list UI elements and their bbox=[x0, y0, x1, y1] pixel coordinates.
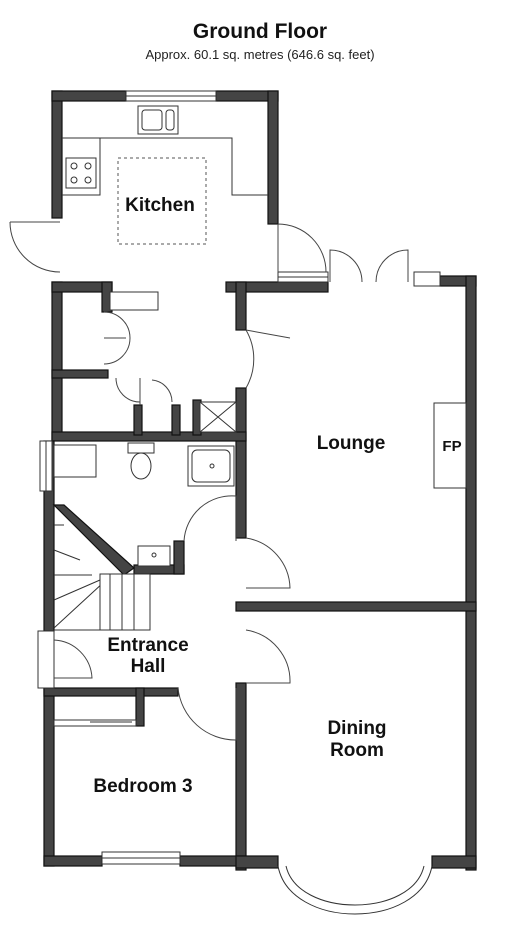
lounge-north-wall-left bbox=[225, 281, 329, 293]
hob bbox=[65, 157, 97, 189]
lounge-window-right bbox=[413, 271, 441, 287]
lounge-west-wall-lower bbox=[235, 387, 247, 539]
wardrobe-wall bbox=[135, 687, 145, 727]
kitchen-west-wall bbox=[51, 90, 63, 219]
wc-door bbox=[115, 377, 141, 405]
stair-banister bbox=[52, 504, 135, 576]
utility-worktop bbox=[109, 291, 159, 311]
bedroom-east-wall bbox=[235, 682, 247, 871]
utility-west-wall bbox=[51, 281, 63, 441]
page-title: Ground Floor bbox=[192, 20, 328, 43]
bathroom-north-wall bbox=[51, 431, 247, 442]
wc-partition-1 bbox=[133, 404, 143, 436]
doors bbox=[9, 221, 409, 741]
toilet bbox=[127, 442, 155, 480]
hall-lounge-door bbox=[245, 537, 291, 589]
dining-south-wall-left bbox=[235, 855, 279, 869]
kitchen-side-door bbox=[9, 221, 61, 273]
kitchen-east-wall bbox=[267, 90, 279, 225]
dining-label-1: Dining bbox=[327, 718, 386, 739]
fireplace-label: FP bbox=[442, 438, 461, 455]
kitchen-north-wall-left bbox=[51, 90, 127, 102]
windows bbox=[39, 90, 441, 915]
dining-south-wall-right bbox=[431, 855, 477, 869]
fixtures bbox=[52, 105, 467, 727]
dining-label-2: Room bbox=[330, 740, 384, 761]
kitchen-counter bbox=[62, 137, 268, 196]
cupboard-doors bbox=[103, 311, 131, 365]
hob-counter bbox=[62, 138, 101, 196]
front-door bbox=[53, 639, 93, 679]
bedroom-west-wall bbox=[43, 687, 55, 867]
lounge-dining-divider bbox=[235, 601, 477, 612]
lounge-west-door bbox=[245, 329, 291, 389]
bathroom-east-stub bbox=[173, 540, 185, 575]
entrance-label-2: Hall bbox=[131, 656, 166, 677]
fireplace bbox=[433, 402, 467, 489]
lounge-west-wall-upper bbox=[235, 281, 247, 331]
bathroom-basin bbox=[137, 545, 171, 567]
bedroom-south-wall-left bbox=[43, 855, 103, 867]
walls bbox=[43, 90, 477, 871]
bay-window-outer bbox=[277, 865, 433, 915]
front-door-frame bbox=[37, 630, 55, 689]
east-outer-wall bbox=[465, 275, 477, 871]
bedroom3-label: Bedroom 3 bbox=[93, 776, 192, 797]
bathroom-cupboard bbox=[53, 444, 97, 478]
bathroom-door bbox=[183, 495, 237, 542]
wc-partition-2 bbox=[171, 404, 181, 436]
area-subtitle: Approx. 60.1 sq. metres (646.6 sq. feet) bbox=[145, 47, 375, 62]
hall-dining-door bbox=[245, 629, 291, 684]
shower-door bbox=[151, 379, 173, 403]
french-door-right bbox=[375, 249, 409, 283]
bedroom-north-wall bbox=[43, 687, 179, 697]
kitchen-lounge-door bbox=[277, 223, 327, 273]
french-door-left bbox=[329, 249, 363, 283]
staircase bbox=[52, 504, 151, 631]
cupboard-shelf-wall bbox=[51, 369, 109, 379]
bay-window-inner bbox=[285, 865, 425, 906]
lounge-label: Lounge bbox=[317, 433, 386, 454]
entrance-label-1: Entrance bbox=[107, 635, 188, 656]
kitchen-label: Kitchen bbox=[125, 195, 195, 216]
kitchen-table bbox=[117, 157, 207, 245]
wardrobe-rail bbox=[53, 719, 137, 727]
bedroom-door bbox=[177, 687, 237, 741]
